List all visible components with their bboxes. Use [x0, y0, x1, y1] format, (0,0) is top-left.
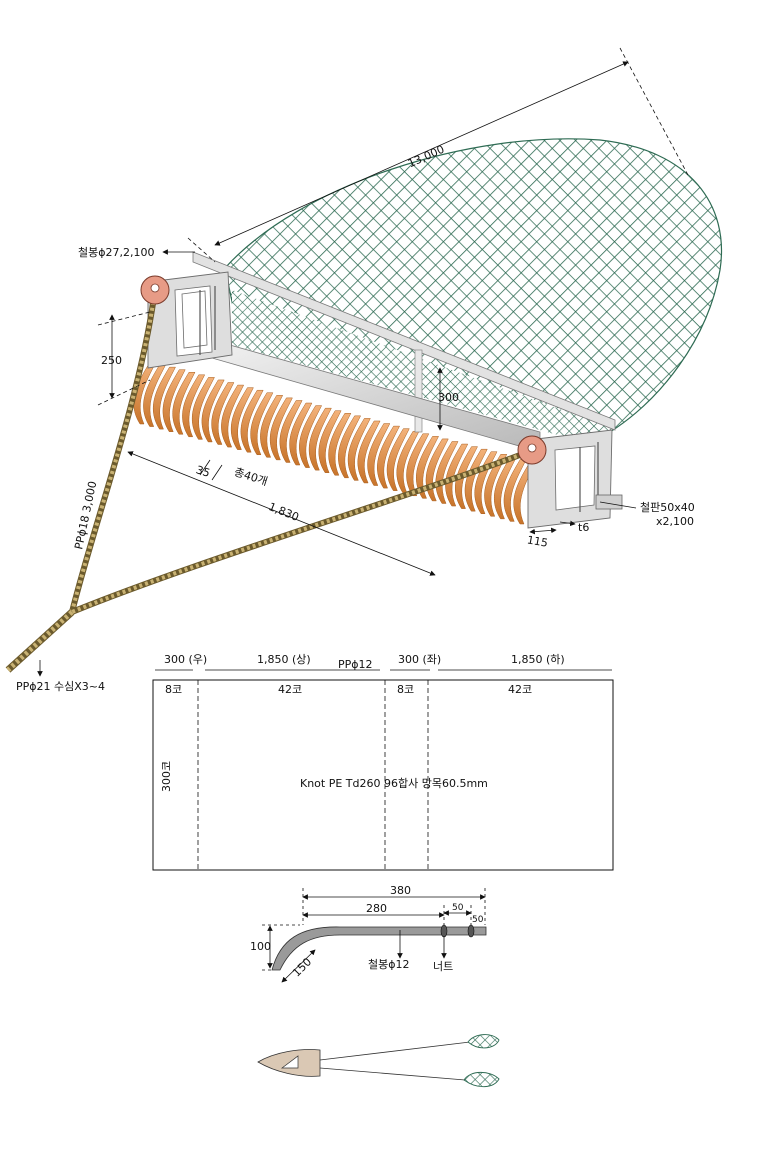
- nut-1: [440, 924, 448, 938]
- iron-plate-label: 철판50x40: [640, 501, 695, 514]
- rake-tooth: [162, 369, 186, 432]
- rake-tooth: [143, 364, 167, 427]
- section-label-0: 300 (우): [164, 653, 207, 666]
- float-line-label: PPϕ12: [338, 658, 373, 671]
- left-pulley: [140, 275, 170, 305]
- mini-net-2: [463, 1071, 500, 1088]
- rake-tooth: [152, 366, 176, 430]
- tooth-rod-spec: 철봉ϕ12: [368, 958, 410, 971]
- runner-width-label: 115: [526, 533, 549, 549]
- net-plan: [152, 669, 614, 871]
- rake-tooth: [464, 448, 488, 512]
- dim-net-mouth-label: 300: [438, 391, 459, 404]
- iron-plate-block: [595, 494, 623, 510]
- nut-2: [467, 924, 475, 938]
- plate-thickness-label: t6: [578, 521, 589, 534]
- tooth-total-length: 380: [390, 884, 411, 897]
- tooth-nut-label: 너트: [433, 960, 453, 973]
- tooth-pitch-label: 35: [194, 463, 211, 480]
- rake-tooth: [182, 374, 206, 438]
- tooth-height: 100: [250, 940, 271, 953]
- mesh-count-0: 8코: [165, 683, 182, 696]
- rake-tooth: [191, 377, 215, 440]
- rake-tooth: [493, 456, 517, 520]
- tooth-dimensions: [262, 888, 486, 983]
- tooth-curve-length: 150: [290, 955, 314, 979]
- rake-tooth: [201, 379, 225, 443]
- rake-tooth: [211, 382, 235, 445]
- section-label-3: 1,850 (하): [511, 652, 565, 666]
- rake-tooth: [230, 387, 254, 450]
- rake-tooth: [221, 384, 245, 448]
- dredge-frame: [147, 251, 623, 529]
- section-label-2: 300 (좌): [398, 653, 441, 666]
- rake-tooth: [172, 372, 196, 435]
- net-depth-label: 300코: [160, 761, 173, 792]
- net-plan-panel: [152, 679, 614, 871]
- towline-spec-label: PPϕ18 3,000: [72, 480, 99, 551]
- iron-plate-length-label: x2,100: [656, 515, 694, 528]
- right-pulley: [517, 435, 547, 465]
- section-label-1: 1,850 (상): [257, 653, 311, 666]
- top-iron-rod: [192, 251, 616, 431]
- mini-net-1: [467, 1034, 500, 1049]
- float-attachment-icon: [257, 1034, 500, 1088]
- mesh-count-1: 42코: [278, 683, 302, 696]
- teeth-count-label: 총40개: [233, 465, 270, 488]
- iron-rod-top-label: 철봉ϕ27,2,100: [78, 246, 154, 259]
- dim-frame-width-label: 1,830: [267, 500, 301, 524]
- rake-tooth: [484, 454, 508, 517]
- tooth-shank-length: 280: [366, 902, 387, 915]
- rake-tooth: [454, 446, 478, 509]
- rake-tooth: [445, 443, 469, 507]
- rake-tooth: [435, 441, 459, 504]
- rake-tooth: [503, 459, 527, 522]
- tooth-nut-gap: 50: [452, 903, 464, 913]
- center-post: [414, 349, 423, 433]
- dim-frame-height-label: 250: [101, 354, 122, 367]
- mesh-count-3: 42코: [508, 683, 532, 696]
- net-material-label: Knot PE Td260 96합사 망목60.5mm: [300, 777, 488, 790]
- overview-dimensions: [37, 47, 689, 677]
- tooth-end-length: 50: [472, 915, 484, 925]
- mesh-count-2: 8코: [397, 683, 414, 696]
- main-rope-label: PPϕ21 수심X3~4: [16, 680, 105, 693]
